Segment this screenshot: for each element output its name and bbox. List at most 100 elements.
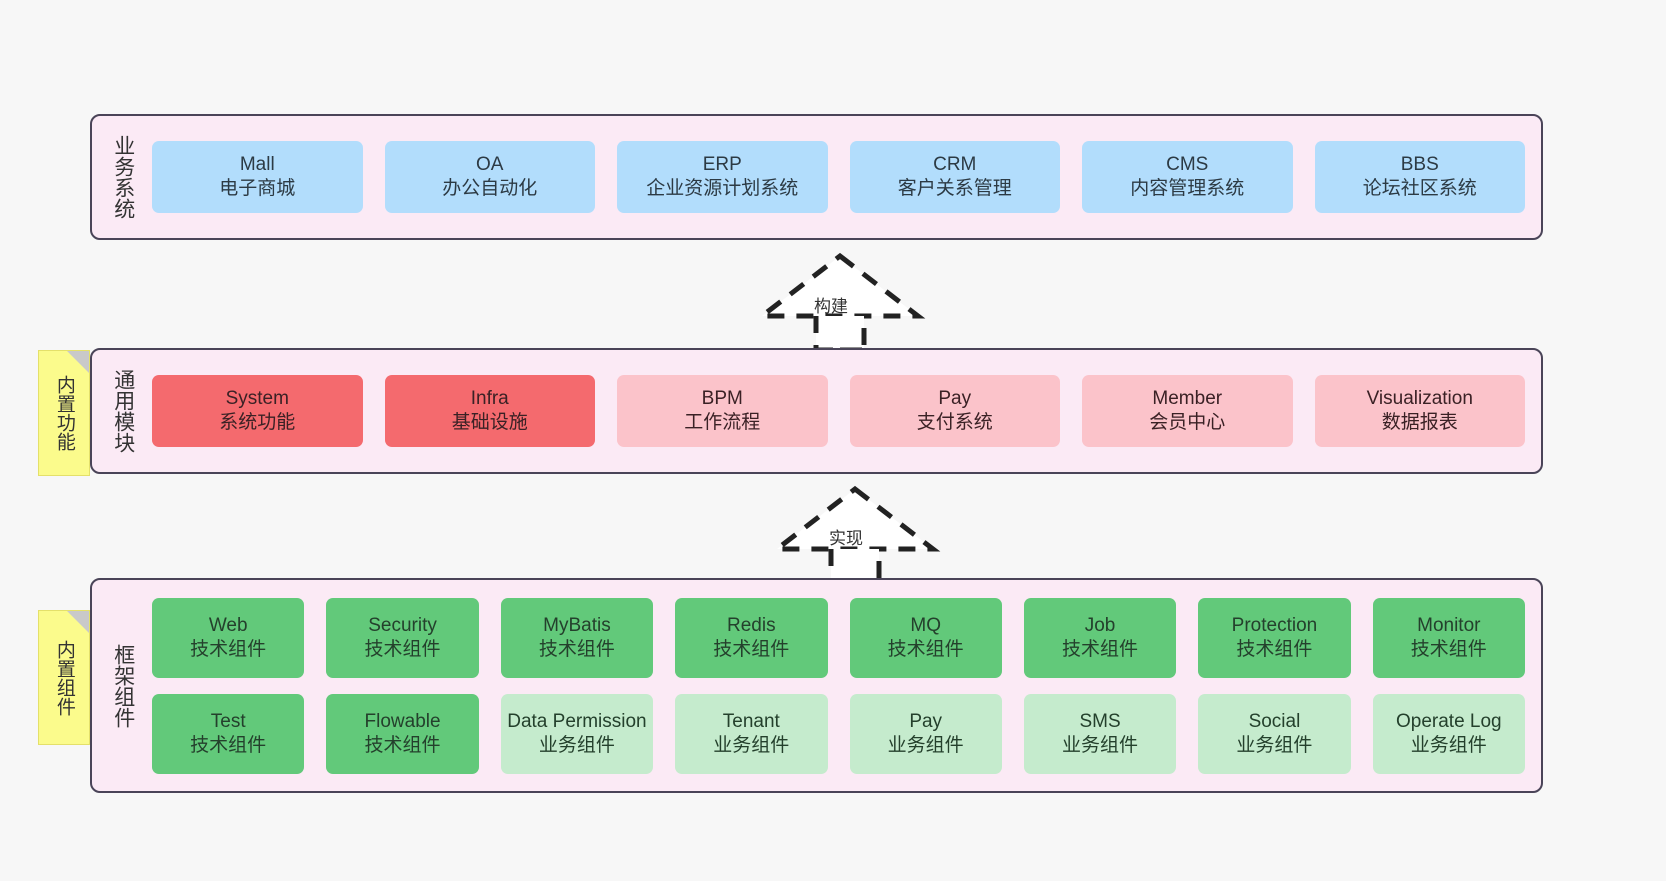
node-bpm[interactable]: BPM 工作流程 <box>617 375 828 447</box>
node-protection[interactable]: Protection 技术组件 <box>1198 597 1351 678</box>
node-desc: 技术组件 <box>1410 638 1487 660</box>
node-name: MyBatis <box>543 614 611 636</box>
node-name: Pay <box>909 710 943 732</box>
node-name: ERP <box>702 154 742 176</box>
node-desc: 业务组件 <box>713 734 790 756</box>
node-data-permission[interactable]: Data Permission 业务组件 <box>500 693 654 774</box>
layer-row: Mall 电子商城 OA 办公自动化 ERP 企业资源计划系统 CRM 客户关系… <box>152 141 1525 213</box>
node-mall[interactable]: Mall 电子商城 <box>152 141 363 213</box>
node-desc: 数据报表 <box>1381 412 1458 433</box>
node-desc: 技术组件 <box>538 638 615 660</box>
layer-title-business-systems: 业务系统 <box>111 135 135 219</box>
node-name: Security <box>368 614 437 636</box>
node-pay[interactable]: Pay 支付系统 <box>849 375 1060 447</box>
note-builtin-functions: 内置功能 <box>38 350 90 476</box>
node-web[interactable]: Web 技术组件 <box>152 597 305 678</box>
node-name: Flowable <box>364 710 441 732</box>
node-desc: 支付系统 <box>916 412 993 433</box>
node-desc: 技术组件 <box>190 638 267 660</box>
node-desc: 技术组件 <box>713 638 790 660</box>
node-member[interactable]: Member 会员中心 <box>1082 375 1293 447</box>
layer-row: Web 技术组件 Security 技术组件 MyBatis 技术组件 Redi… <box>152 597 1525 678</box>
node-name: Social <box>1248 710 1301 732</box>
arrow-build-label: 构建 <box>814 297 848 316</box>
node-name: Member <box>1152 388 1223 410</box>
layer-body-common-modules: System 系统功能 Infra 基础设施 BPM 工作流程 Pay 支付系统… <box>140 350 1541 472</box>
note-builtin-components: 内置组件 <box>38 610 90 745</box>
layer-common-modules: 通用模块 System 系统功能 Infra 基础设施 BPM 工作流程 Pay… <box>90 348 1543 474</box>
node-desc: 技术组件 <box>1236 638 1313 660</box>
node-name: OA <box>476 154 504 176</box>
node-system[interactable]: System 系统功能 <box>152 375 363 447</box>
node-monitor[interactable]: Monitor 技术组件 <box>1372 597 1525 678</box>
node-test[interactable]: Test 技术组件 <box>152 693 305 774</box>
node-desc: 企业资源计划系统 <box>646 178 799 199</box>
node-desc: 业务组件 <box>1410 734 1487 756</box>
node-name: Infra <box>470 388 509 410</box>
node-crm[interactable]: CRM 客户关系管理 <box>849 141 1060 213</box>
node-desc: 系统功能 <box>219 412 296 433</box>
node-visualization[interactable]: Visualization 数据报表 <box>1314 375 1525 447</box>
node-name: Protection <box>1231 614 1318 636</box>
note-fold-icon <box>67 351 89 373</box>
node-desc: 基础设施 <box>451 412 528 433</box>
node-bbs[interactable]: BBS 论坛社区系统 <box>1314 141 1525 213</box>
node-name: Tenant <box>722 710 780 732</box>
layer-business-systems: 业务系统 Mall 电子商城 OA 办公自动化 ERP 企业资源计划系统 CRM… <box>90 114 1543 240</box>
layer-framework-components: 框架组件 Web 技术组件 Security 技术组件 MyBatis 技术组件… <box>90 578 1543 793</box>
layer-body-business-systems: Mall 电子商城 OA 办公自动化 ERP 企业资源计划系统 CRM 客户关系… <box>140 116 1541 238</box>
layer-row: Test 技术组件 Flowable 技术组件 Data Permission … <box>152 693 1525 774</box>
node-flowable[interactable]: Flowable 技术组件 <box>326 693 479 774</box>
node-desc: 电子商城 <box>219 178 296 199</box>
node-name: BPM <box>701 388 743 410</box>
node-desc: 工作流程 <box>684 412 761 433</box>
node-social[interactable]: Social 业务组件 <box>1198 693 1351 774</box>
node-name: BBS <box>1400 154 1439 176</box>
node-name: Data Permission <box>507 710 647 732</box>
node-mybatis[interactable]: MyBatis 技术组件 <box>500 597 654 678</box>
layer-body-framework-components: Web 技术组件 Security 技术组件 MyBatis 技术组件 Redi… <box>140 580 1541 791</box>
node-name: Monitor <box>1417 614 1481 636</box>
node-tenant[interactable]: Tenant 业务组件 <box>675 693 828 774</box>
note-label: 内置功能 <box>53 375 75 451</box>
node-name: MQ <box>910 614 941 636</box>
node-desc: 技术组件 <box>364 734 441 756</box>
node-desc: 客户关系管理 <box>897 178 1012 199</box>
node-infra[interactable]: Infra 基础设施 <box>384 375 595 447</box>
node-desc: 技术组件 <box>1062 638 1139 660</box>
node-oa[interactable]: OA 办公自动化 <box>384 141 595 213</box>
node-name: Visualization <box>1366 388 1473 410</box>
node-name: Pay <box>938 388 972 410</box>
node-desc: 业务组件 <box>1236 734 1313 756</box>
node-cms[interactable]: CMS 内容管理系统 <box>1082 141 1293 213</box>
node-job[interactable]: Job 技术组件 <box>1023 597 1177 678</box>
node-desc: 业务组件 <box>887 734 964 756</box>
node-sms[interactable]: SMS 业务组件 <box>1023 693 1177 774</box>
node-name: Test <box>210 710 246 732</box>
node-desc: 办公自动化 <box>442 178 538 199</box>
node-name: Operate Log <box>1395 710 1502 732</box>
node-desc: 内容管理系统 <box>1130 178 1245 199</box>
node-desc: 技术组件 <box>364 638 441 660</box>
node-desc: 业务组件 <box>538 734 615 756</box>
node-pay-component[interactable]: Pay 业务组件 <box>849 693 1002 774</box>
node-name: Mall <box>239 154 275 176</box>
node-name: Redis <box>727 614 776 636</box>
node-desc: 技术组件 <box>887 638 964 660</box>
node-erp[interactable]: ERP 企业资源计划系统 <box>617 141 828 213</box>
node-name: CMS <box>1166 154 1209 176</box>
layer-row: System 系统功能 Infra 基础设施 BPM 工作流程 Pay 支付系统… <box>152 375 1525 447</box>
arrow-implement-label: 实现 <box>829 529 863 548</box>
node-redis[interactable]: Redis 技术组件 <box>675 597 828 678</box>
note-fold-icon <box>67 611 89 633</box>
node-operate-log[interactable]: Operate Log 业务组件 <box>1372 693 1525 774</box>
node-name: SMS <box>1079 710 1121 732</box>
node-desc: 业务组件 <box>1062 734 1139 756</box>
layer-title-framework-components: 框架组件 <box>111 643 135 728</box>
node-name: Job <box>1084 614 1116 636</box>
node-mq[interactable]: MQ 技术组件 <box>849 597 1002 678</box>
node-name: Web <box>208 614 248 636</box>
node-security[interactable]: Security 技术组件 <box>326 597 479 678</box>
node-desc: 论坛社区系统 <box>1362 178 1477 199</box>
